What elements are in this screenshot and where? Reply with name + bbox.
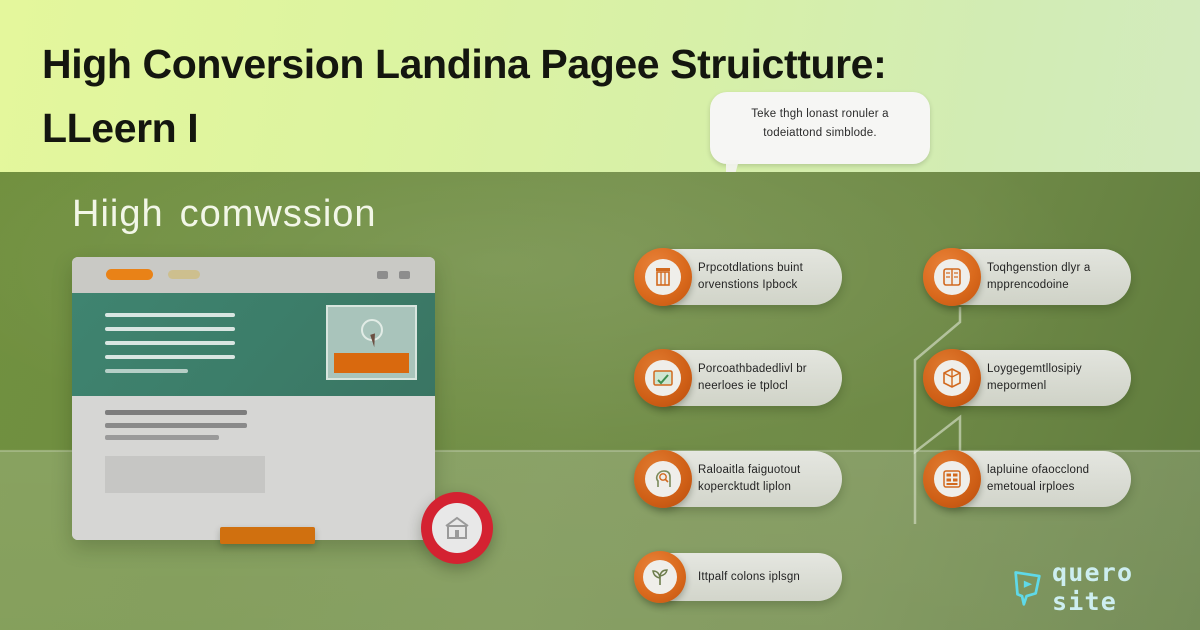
feature-pill[interactable]: lapluine ofaocclond emetoual irploes [923,450,1131,508]
feature-pill[interactable]: Ittpalf colons iplsgn [634,551,842,603]
speech-bubble-line2: todeiattond simblode. [763,127,877,139]
calculator-icon [923,450,981,508]
brand-logo-text: quero site [1051,558,1134,616]
plant-growth-icon-glyph [643,560,677,594]
calculator-glyph [943,470,961,488]
feature-pill[interactable]: Raloaitla faiguotout kopercktudt liplon [634,450,842,508]
cube-glyph [943,368,961,388]
browser-mockup [72,257,435,540]
mockup-cta-button[interactable] [334,353,409,373]
feature-pill-text: Ittpalf colons iplsgn [698,569,800,586]
feature-pill[interactable]: Porcoathbadedlivl br neerloes ie tplocl [634,349,842,407]
lightbulb-icon [360,319,383,341]
book-glyph [943,268,961,286]
feature-pill[interactable]: Prpcotdlations buint orvenstions Ipbock [634,248,842,306]
house-icon [445,516,469,539]
feature-pill-line2: mepormenl [987,380,1047,392]
mockup-hero-text-line [105,369,188,373]
mockup-nav-dot-1 [377,271,388,279]
header-band: High Conversion Landina Pagee Struicttur… [0,0,1200,172]
feature-pill-text: Porcoathbadedlivl br neerloes ie tplocl [698,361,807,395]
feature-pill-line2: emetoual irploes [987,481,1075,493]
feature-pill[interactable]: Toqhgenstion dlyr a mpprencodoine [923,248,1131,306]
book-icon [923,248,981,306]
stage-subtitle-word1: Hiigh [72,193,164,235]
feature-pill-line2: neerloes ie tplocl [698,380,788,392]
feature-pill-line1: Raloaitla faiguotout [698,464,801,476]
feature-pill-text: Loygegemtllosipiy mepormenl [987,361,1082,395]
cube-icon-glyph [934,360,970,396]
feature-pill-line1: Porcoathbadedlivl br [698,363,807,375]
feature-pill-line1: Toqhgenstion dlyr a [987,262,1091,274]
house-badge [421,492,493,564]
mockup-hero-text-line [105,313,235,317]
feature-pill-line1: Prpcotdlations buint [698,262,804,274]
head-idea-icon-glyph [645,461,681,497]
mockup-hero-text-line [105,355,235,359]
feature-pill[interactable]: Loygegemtllosipiy mepormenl [923,349,1131,407]
mockup-hero-section [72,293,435,396]
feature-pill-line1: Loygegemtllosipiy [987,363,1082,375]
speech-bubble-play-icon [1014,571,1041,606]
plant-growth-icon [634,551,686,603]
feature-pill-line2: orvenstions Ipbock [698,279,798,291]
mockup-body-section [72,396,435,540]
mockup-toolbar [72,257,435,293]
feature-pill-text: Toqhgenstion dlyr a mpprencodoine [987,260,1091,294]
head-idea-glyph [655,470,671,487]
brand-logo[interactable]: quero site [1012,558,1200,616]
mockup-body-text-line [105,410,247,415]
feature-pill-line1: lapluine ofaocclond [987,464,1090,476]
feature-pill-text: lapluine ofaocclond emetoual irploes [987,462,1089,496]
page-title-line2: LLeern I [42,105,199,151]
mockup-nav-pill [168,270,200,279]
mockup-logo-pill [106,269,153,280]
mockup-footer-cta-bar[interactable] [220,527,315,544]
container-icon-glyph [645,259,681,295]
stage-floor-divider [0,450,1200,452]
page-title: High Conversion Landina Pagee Struicttur… [42,32,1172,160]
feature-pill-line1: Ittpalf colons iplsgn [698,570,801,583]
mockup-hero-text-line [105,341,235,345]
image-check-icon [634,349,692,407]
page-title-line1: High Conversion Landina Pagee Struicttur… [42,41,887,87]
mockup-body-block [105,456,265,493]
mockup-hero-image-panel [326,305,417,380]
container-icon [634,248,692,306]
feature-pill-text: Raloaitla faiguotout kopercktudt liplon [698,462,800,496]
head-idea-icon [634,450,692,508]
speech-bubble: Teke thgh lonast ronuler a todeiattond s… [710,92,930,164]
mockup-hero-text-line [105,327,235,331]
mockup-nav-dot-2 [399,271,410,279]
book-icon-glyph [934,259,970,295]
stage-subtitle-word2: comwssion [179,193,377,235]
mockup-body-text-line [105,435,219,440]
plant-growth-glyph [652,569,668,585]
container-glyph [656,268,670,286]
feature-pill-line2: kopercktudt liplon [698,481,792,493]
image-check-icon-glyph [645,360,681,396]
house-badge-inner [432,503,482,553]
speech-bubble-line1: Teke thgh lonast ronuler a [751,108,889,120]
image-check-glyph [653,370,673,386]
cube-icon [923,349,981,407]
feature-pill-text: Prpcotdlations buint orvenstions Ipbock [698,260,803,294]
stage-subtitle: Hiigh comwssion [72,193,377,236]
calculator-icon-glyph [934,461,970,497]
mockup-body-text-line [105,423,247,428]
feature-pill-line2: mpprencodoine [987,279,1069,291]
